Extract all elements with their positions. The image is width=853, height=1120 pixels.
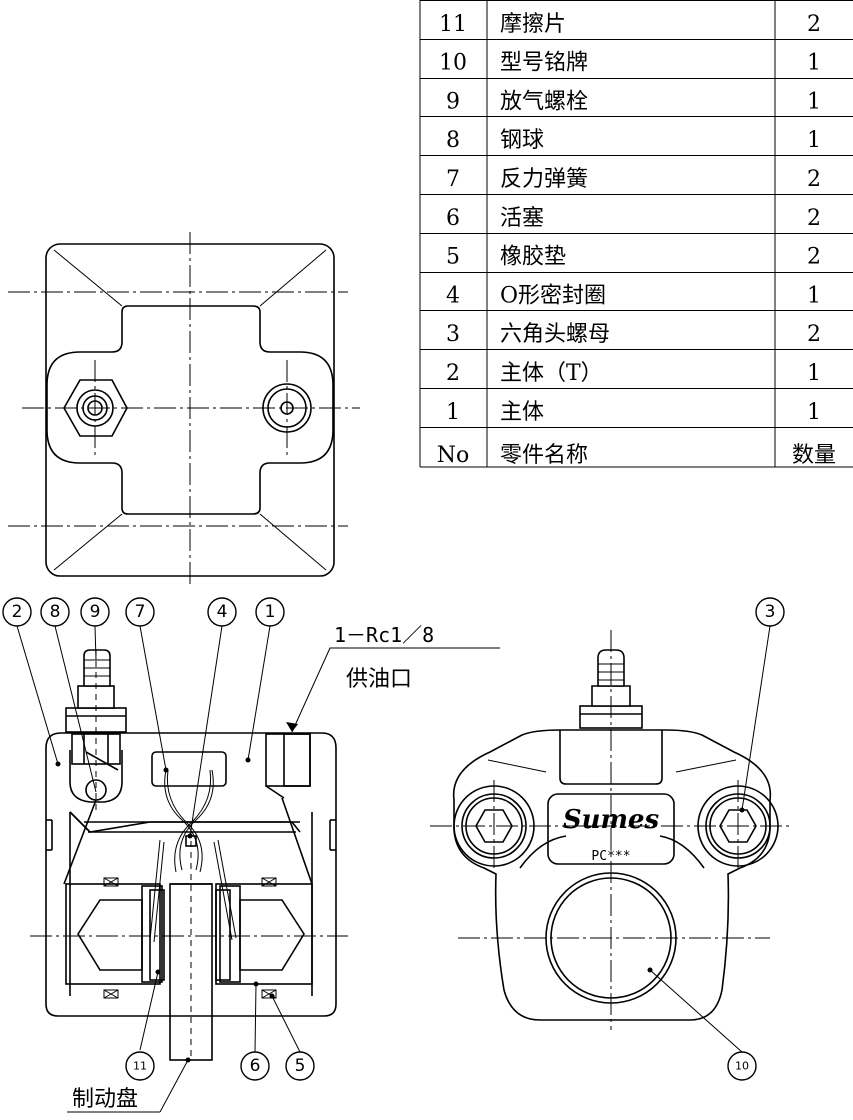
table-cell-qty: 1 bbox=[807, 283, 821, 308]
svg-text:4: 4 bbox=[217, 602, 228, 622]
table-cell-qty: 2 bbox=[807, 12, 821, 37]
table-row: 3 六角头螺母 2 bbox=[446, 322, 821, 347]
svg-text:6: 6 bbox=[250, 1056, 261, 1076]
table-cell-name: 反力弹簧 bbox=[500, 167, 588, 192]
table-cell-qty: 2 bbox=[807, 206, 821, 231]
table-row: 1 主体 1 bbox=[446, 400, 821, 425]
table-header-row: No 零件名称 数量 bbox=[437, 443, 836, 468]
table-header-qty: 数量 bbox=[792, 443, 836, 468]
table-cell-no: 10 bbox=[439, 51, 467, 76]
table-cell-name: 橡胶垫 bbox=[500, 245, 566, 270]
callout-5: 5 bbox=[285, 1051, 315, 1081]
section-view bbox=[30, 649, 348, 1061]
table-cell-qty: 2 bbox=[807, 245, 821, 270]
table-cell-qty: 1 bbox=[807, 128, 821, 153]
callout-9: 9 bbox=[80, 597, 110, 627]
callout-7: 7 bbox=[125, 597, 155, 627]
callout-11: 11 bbox=[125, 1051, 155, 1081]
table-cell-no: 4 bbox=[446, 283, 460, 308]
table-row: 6 活塞 2 bbox=[446, 206, 821, 231]
table-row: 10 型号铭牌 1 bbox=[439, 51, 821, 76]
leader-dots bbox=[55, 722, 745, 1063]
table-row: 2 主体（T） 1 bbox=[446, 361, 821, 386]
table-cell-no: 11 bbox=[439, 12, 467, 37]
table-cell-name: O形密封圈 bbox=[500, 283, 606, 308]
callout-1: 1 bbox=[255, 597, 285, 627]
callout-8: 8 bbox=[40, 597, 70, 627]
table-cell-no: 7 bbox=[446, 167, 460, 192]
table-cell-qty: 1 bbox=[807, 400, 821, 425]
table-row: 7 反力弹簧 2 bbox=[446, 167, 821, 192]
svg-text:8: 8 bbox=[50, 602, 61, 622]
table-cell-no: 5 bbox=[446, 245, 460, 270]
port-name-label: 供油口 bbox=[346, 667, 412, 692]
table-cell-no: 8 bbox=[446, 128, 460, 153]
table-header-no: No bbox=[437, 443, 470, 468]
svg-text:3: 3 bbox=[765, 602, 776, 622]
table-header-name: 零件名称 bbox=[500, 443, 588, 468]
svg-text:10: 10 bbox=[735, 1060, 749, 1073]
table-cell-name: 六角头螺母 bbox=[500, 322, 610, 347]
table-row: 11 摩擦片 2 bbox=[439, 12, 821, 37]
callout-4: 4 bbox=[207, 597, 237, 627]
svg-text:11: 11 bbox=[133, 1060, 147, 1073]
disc-label: 制动盘 bbox=[72, 1087, 138, 1112]
table-row: 4 O形密封圈 1 bbox=[446, 283, 821, 308]
table-cell-no: 1 bbox=[446, 400, 460, 425]
table-cell-no: 2 bbox=[446, 361, 460, 386]
callout-6: 6 bbox=[240, 1051, 270, 1081]
callout-2: 2 bbox=[2, 597, 32, 627]
svg-text:5: 5 bbox=[295, 1056, 306, 1076]
table-cell-qty: 2 bbox=[807, 322, 821, 347]
table-cell-qty: 1 bbox=[807, 89, 821, 114]
table-cell-no: 9 bbox=[446, 89, 460, 114]
table-cell-name: 放气螺栓 bbox=[500, 89, 588, 114]
table-row: 8 钢球 1 bbox=[446, 128, 821, 153]
table-cell-no: 6 bbox=[446, 206, 460, 231]
table-cell-name: 摩擦片 bbox=[500, 12, 566, 37]
svg-text:7: 7 bbox=[135, 602, 146, 622]
table-cell-name: 型号铭牌 bbox=[500, 51, 588, 76]
callout-10: 10 bbox=[727, 1051, 757, 1081]
svg-text:9: 9 bbox=[90, 602, 101, 622]
table-cell-qty: 1 bbox=[807, 361, 821, 386]
table-cell-name: 主体 bbox=[500, 400, 544, 425]
callout-3: 3 bbox=[755, 597, 785, 627]
front-view: Sumes PC*** bbox=[430, 630, 790, 1030]
table-row: 9 放气螺栓 1 bbox=[446, 89, 821, 114]
port-spec-label: 1－Rc1／8 bbox=[334, 623, 434, 647]
svg-text:2: 2 bbox=[12, 602, 23, 622]
top-view bbox=[8, 232, 360, 588]
svg-text:1: 1 bbox=[265, 602, 276, 622]
table-cell-no: 3 bbox=[446, 322, 460, 347]
table-cell-name: 主体（T） bbox=[500, 361, 603, 386]
table-cell-qty: 2 bbox=[807, 167, 821, 192]
table-cell-qty: 1 bbox=[807, 51, 821, 76]
table-cell-name: 钢球 bbox=[500, 128, 544, 153]
table-row: 5 橡胶垫 2 bbox=[446, 245, 821, 270]
table-cell-name: 活塞 bbox=[500, 206, 544, 231]
leader-lines bbox=[16, 625, 771, 1113]
